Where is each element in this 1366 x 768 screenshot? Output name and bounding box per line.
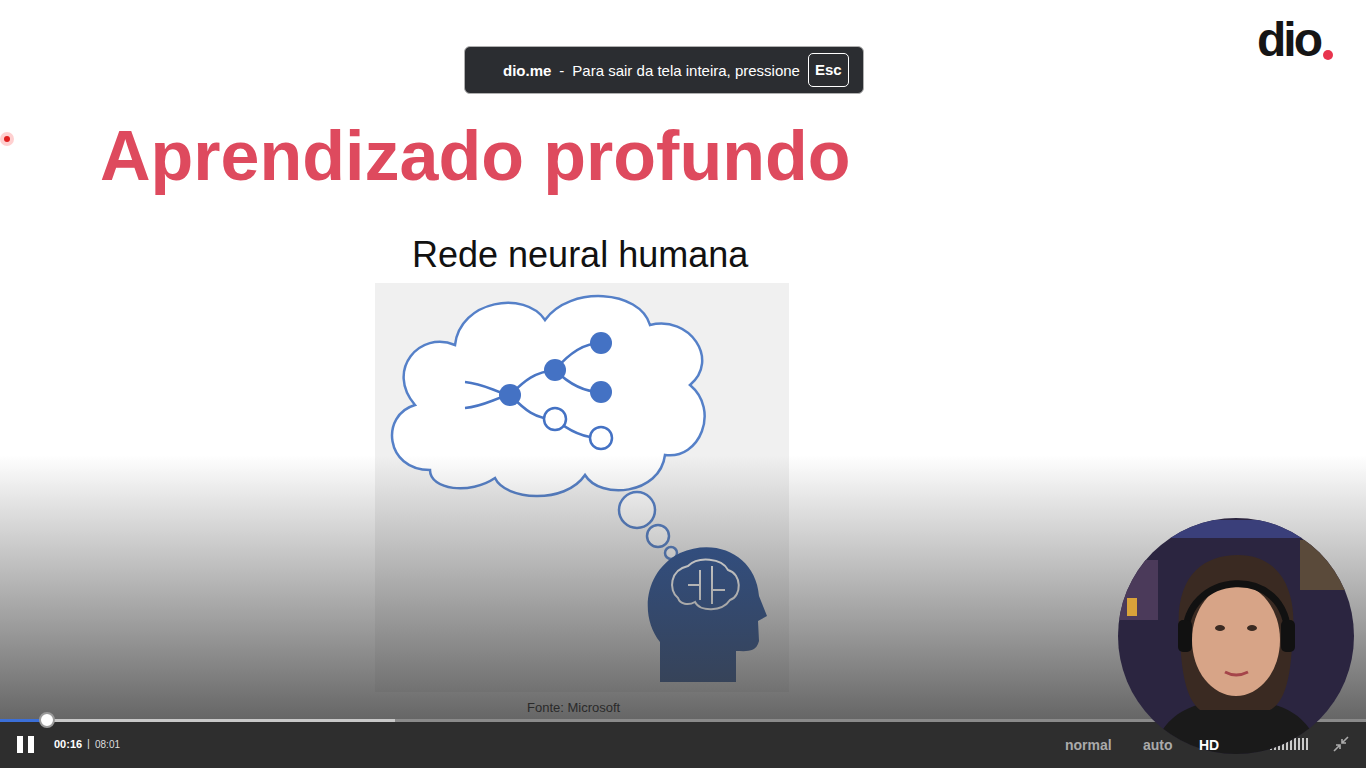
site-name: dio.me	[503, 62, 551, 79]
pointer-dot	[4, 136, 10, 142]
neuron-links	[465, 343, 601, 438]
fullscreen-notice: dio.me-Para sair da tela inteira, pressi…	[464, 46, 864, 94]
neurons	[499, 332, 612, 449]
exit-fullscreen-icon	[1334, 737, 1348, 751]
image-source: Fonte: Microsoft	[527, 701, 620, 716]
webcam-video	[1110, 510, 1366, 768]
speed-option: normal	[1065, 737, 1112, 753]
progress-buffer	[0, 719, 395, 722]
control-bar	[0, 720, 1366, 768]
pause-icon	[28, 736, 34, 753]
quality-option: auto	[1143, 737, 1173, 753]
image-heading: Rede neural humana	[412, 234, 748, 275]
progress-knob	[40, 713, 54, 727]
pause-icon	[17, 736, 23, 753]
key-cap: Esc	[808, 53, 849, 86]
current-time: 00:16	[54, 738, 82, 751]
key-label: Esc	[815, 61, 842, 78]
separator: -	[559, 62, 564, 79]
hd-option: HD	[1199, 737, 1219, 753]
notice-text: Para sair da tela inteira, pressione	[572, 62, 800, 79]
logo-dot	[1323, 50, 1333, 60]
total-time: 08:01	[95, 739, 120, 751]
brand-logo: dio	[1257, 12, 1320, 67]
time-separator: |	[87, 737, 90, 750]
pointer-dot	[0, 132, 14, 146]
slide-title: Aprendizado profundo	[100, 116, 850, 197]
